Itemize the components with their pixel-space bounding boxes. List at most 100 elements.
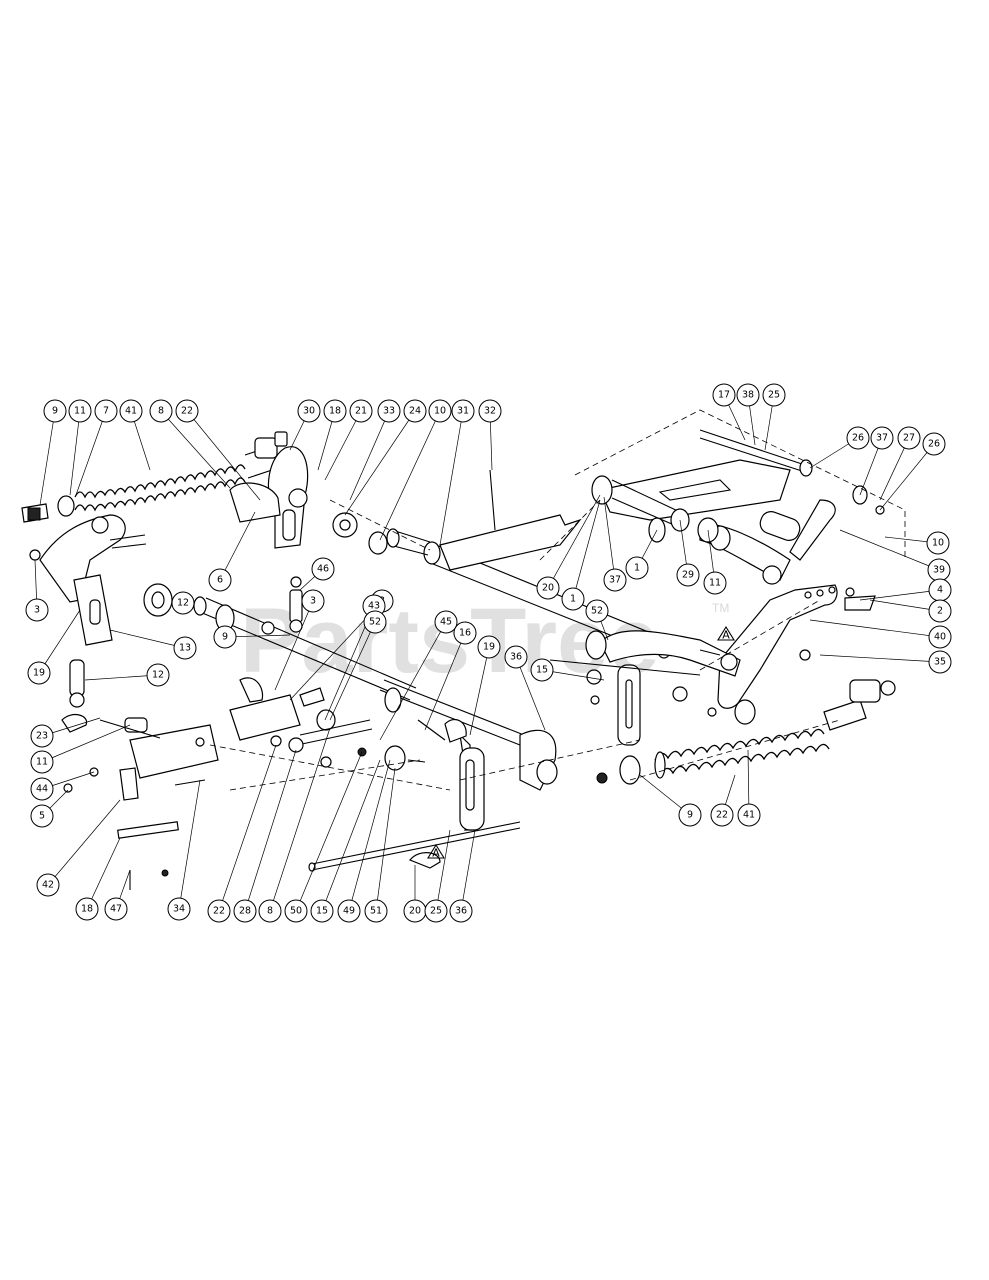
- callout-label: 47: [110, 904, 122, 915]
- callout-15: 15: [530, 658, 554, 682]
- callout-label: 9: [687, 810, 693, 821]
- callout-label: 11: [36, 757, 48, 768]
- callout-21: 21: [349, 399, 373, 423]
- callout-33: 33: [377, 399, 401, 423]
- callout-11: 11: [30, 750, 54, 774]
- callout-circle: [762, 383, 786, 407]
- callout-leader: [186, 410, 261, 501]
- callout-leader: [39, 410, 56, 506]
- callout-label: 42: [42, 880, 54, 891]
- callout-leader: [379, 621, 447, 741]
- callout-leader: [379, 410, 441, 541]
- callout-3: 3: [25, 598, 49, 622]
- callout-leader: [69, 410, 81, 496]
- callout-11: 11: [703, 571, 727, 595]
- callout-circle: [311, 557, 335, 581]
- callout-7: 7: [94, 399, 118, 423]
- center-lower-linkage: [229, 677, 558, 869]
- callout-35: 35: [928, 650, 952, 674]
- callout-circle: [30, 804, 54, 828]
- callout-label: 20: [409, 906, 421, 917]
- callout-37: 37: [603, 568, 627, 592]
- callout-circle: [504, 645, 528, 669]
- callout-circle: [897, 426, 921, 450]
- callout-circle: [43, 399, 67, 423]
- callout-circle: [213, 625, 237, 649]
- callout-40: 40: [928, 625, 952, 649]
- callout-circle: [478, 399, 502, 423]
- callout-1: 1: [561, 587, 585, 611]
- callout-circle: [104, 897, 128, 921]
- callout-circle: [737, 803, 761, 827]
- callout-circle: [926, 531, 950, 555]
- callout-circle: [403, 399, 427, 423]
- callout-20: 20: [536, 576, 560, 600]
- callout-1: 1: [625, 556, 649, 580]
- callout-circle: [167, 897, 191, 921]
- callout-6: 6: [208, 568, 232, 592]
- callout-leader: [547, 494, 601, 589]
- callout-label: 19: [33, 668, 45, 679]
- callout-circle: [453, 621, 477, 645]
- callout-2: 2: [928, 599, 952, 623]
- callout-label: 7: [103, 406, 109, 417]
- callout-circle: [68, 399, 92, 423]
- callout-circle: [258, 899, 282, 923]
- callout-label: 5: [39, 811, 45, 822]
- callout-label: 39: [933, 565, 945, 576]
- callout-leader: [819, 654, 941, 663]
- callout-label: 25: [430, 906, 442, 917]
- callout-label: 49: [343, 906, 355, 917]
- callout-label: 29: [682, 570, 694, 581]
- callout-circle: [30, 750, 54, 774]
- callout-leader: [349, 410, 390, 501]
- assembly-drawing: A A: [21, 409, 906, 890]
- callout-label: 41: [743, 810, 755, 821]
- callout-29: 29: [676, 563, 700, 587]
- callout-leader: [879, 443, 935, 511]
- callout-leader: [86, 837, 121, 910]
- callout-circle: [603, 568, 627, 592]
- callout-23: 23: [30, 724, 54, 748]
- callout-label: 3: [310, 596, 316, 607]
- misc-hardware: [61, 512, 855, 768]
- callout-circle: [27, 661, 51, 685]
- callout-circle: [284, 899, 308, 923]
- callout-circle: [75, 897, 99, 921]
- callout-label: 21: [355, 406, 367, 417]
- callout-circle: [625, 556, 649, 580]
- callout-9: 9: [213, 625, 237, 649]
- callout-leader: [515, 656, 546, 731]
- callout-22: 22: [175, 399, 199, 423]
- callout-circle: [424, 899, 448, 923]
- callout-leader: [439, 410, 464, 546]
- callout-label: 19: [483, 642, 495, 653]
- callout-15: 15: [310, 899, 334, 923]
- callout-circle: [736, 383, 760, 407]
- callout-leader: [41, 724, 131, 763]
- callout-label: 17: [718, 390, 730, 401]
- callout-8: 8: [149, 399, 173, 423]
- callout-3: 3: [301, 589, 325, 613]
- callout-circle: [337, 899, 361, 923]
- callout-circle: [208, 568, 232, 592]
- callout-label: 16: [459, 628, 471, 639]
- callout-label: 52: [369, 617, 381, 628]
- callout-52: 52: [585, 599, 609, 623]
- callout-circle: [377, 399, 401, 423]
- left-bell-crank: [29, 514, 173, 646]
- callout-leader: [244, 749, 297, 912]
- callout-circle: [530, 658, 554, 682]
- callout-label: 28: [239, 906, 251, 917]
- callout-label: 38: [742, 390, 754, 401]
- callout-42: 42: [36, 873, 60, 897]
- callout-label: 44: [36, 784, 48, 795]
- callout-label: 27: [903, 433, 915, 444]
- callout-circle: [36, 873, 60, 897]
- callout-label: 40: [934, 632, 946, 643]
- callout-10: 10: [926, 531, 950, 555]
- callout-circle: [428, 399, 452, 423]
- callout-leader: [603, 496, 616, 581]
